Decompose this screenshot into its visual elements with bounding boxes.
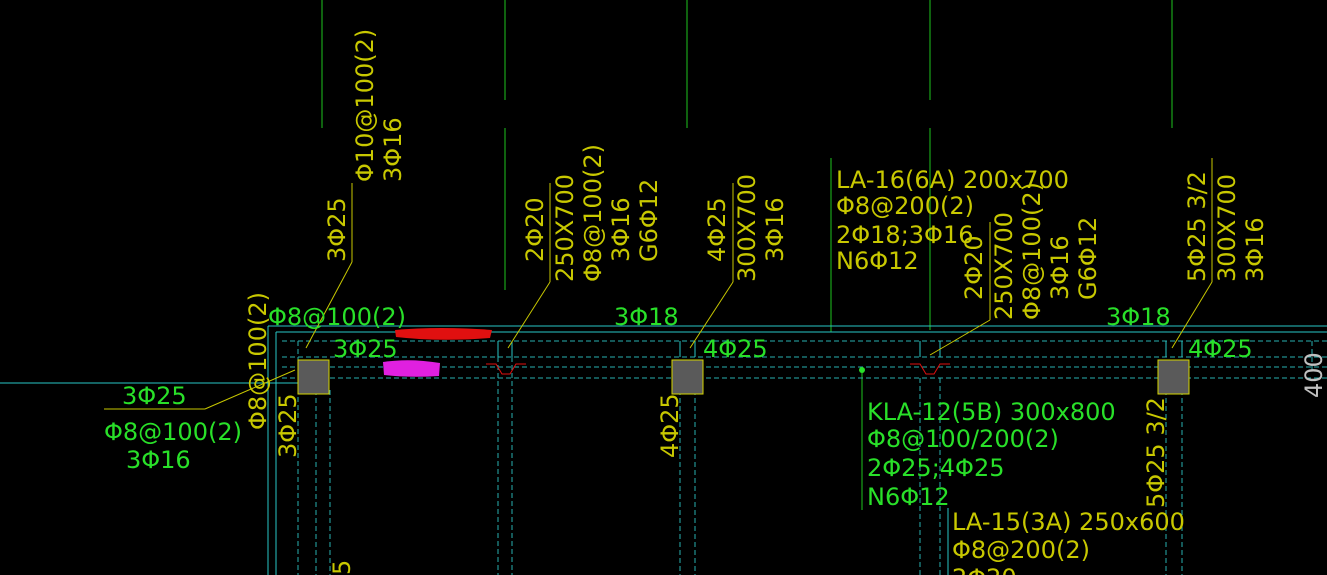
column-3 [1157,359,1190,395]
beam-joins [497,341,1183,575]
ann2-line5: G6Φ12 [635,179,663,262]
ann5-line3: 3Φ16 [1241,217,1269,282]
columns[interactable] [297,359,1190,395]
la16-line2: Φ8@200(2) [836,192,974,220]
left-note: 3Φ25 Φ8@100(2) 3Φ16 [104,382,242,474]
vert-right-bar: 5Φ25 3/2 [1142,397,1170,508]
ann2-line4: 3Φ16 [607,197,635,262]
column-1 [297,359,330,395]
ann4-line2: 250X700 [990,212,1018,320]
kla12-line2: Φ8@100/200(2) [867,425,1059,453]
la16-line3: 2Φ18;3Φ16 [836,221,973,249]
beam-kla12-label: KLA-12(5B) 300x800 Φ8@100/200(2) 2Φ25;4Φ… [867,398,1116,511]
beam-dashed-lines [282,340,1327,575]
ann4-line3: Φ8@100(2) [1018,182,1046,320]
ann4-line5: G6Φ12 [1074,217,1102,300]
kla12-line4: N6Φ12 [867,483,950,511]
vert-left-bar: 3Φ25 [274,393,302,458]
ann1-line1: 3Φ25 [323,197,351,262]
ann4-line1: 2Φ20 [960,235,988,300]
node-point [859,367,865,373]
annotation-col1: 3Φ25 Φ10@100(2) 3Φ16 [323,29,407,262]
bottom-left-fragment: 5 [328,560,356,575]
ann1-line2: Φ10@100(2) [351,29,379,182]
seg2-bar-label: 4Φ25 [703,335,768,363]
ann2-line2: 250X700 [551,174,579,282]
left-note-line1: 3Φ25 [122,382,187,410]
ann1-line3: 3Φ16 [379,117,407,182]
red-highlight-mark [395,328,492,340]
la15-line1: LA-15(3A) 250x600 [952,508,1185,536]
ann5-line2: 300X700 [1213,174,1241,282]
ann4-line4: 3Φ16 [1046,235,1074,300]
ann3-line3: 3Φ16 [761,197,789,262]
top-bar-right: 3Φ18 [1106,303,1171,331]
annotation-beam4: 2Φ20 250X700 Φ8@100(2) 3Φ16 G6Φ12 [960,182,1102,320]
magenta-highlight-mark [383,360,440,377]
left-note-line2: Φ8@100(2) [104,418,242,446]
column-2 [671,359,704,395]
beam-la16-label: LA-16(6A) 200x700 Φ8@200(2) 2Φ18;3Φ16 N6… [836,166,1069,275]
ann3-line1: 4Φ25 [703,197,731,262]
annotation-beam2: 2Φ20 250X700 Φ8@100(2) 3Φ16 G6Φ12 [521,144,663,282]
seg3-bar-label: 4Φ25 [1188,335,1253,363]
beam-la15-label: LA-15(3A) 250x600 Φ8@200(2) 2Φ20 [952,508,1185,575]
top-stirrup-left: Φ8@100(2) [268,303,406,331]
ann3-line2: 300X700 [733,174,761,282]
edge-dimension-right: 400 [1300,352,1327,398]
vert-left-stirrup: Φ8@100(2) [244,292,272,430]
annotation-col3: 5Φ25 3/2 300X700 3Φ16 [1183,171,1269,282]
seg1-bar-label: 3Φ25 [333,335,398,363]
la16-line4: N6Φ12 [836,247,919,275]
top-bar-mid: 3Φ18 [614,303,679,331]
ann5-line1: 5Φ25 3/2 [1183,171,1211,282]
annotation-col2: 4Φ25 300X700 3Φ16 [703,174,789,282]
annotation-leaders [104,158,1213,410]
left-note-line3: 3Φ16 [126,446,191,474]
la15-line3: 2Φ20 [952,564,1017,575]
kla12-line1: KLA-12(5B) 300x800 [867,398,1116,426]
vert-mid-bar: 4Φ25 [656,393,684,458]
ann2-line3: Φ8@100(2) [579,144,607,282]
la16-line1: LA-16(6A) 200x700 [836,166,1069,194]
gridlines [0,0,1173,510]
ann2-line1: 2Φ20 [521,197,549,262]
kla12-line3: 2Φ25;4Φ25 [867,454,1004,482]
la15-line2: Φ8@200(2) [952,536,1090,564]
section-cut-symbols [486,363,950,375]
